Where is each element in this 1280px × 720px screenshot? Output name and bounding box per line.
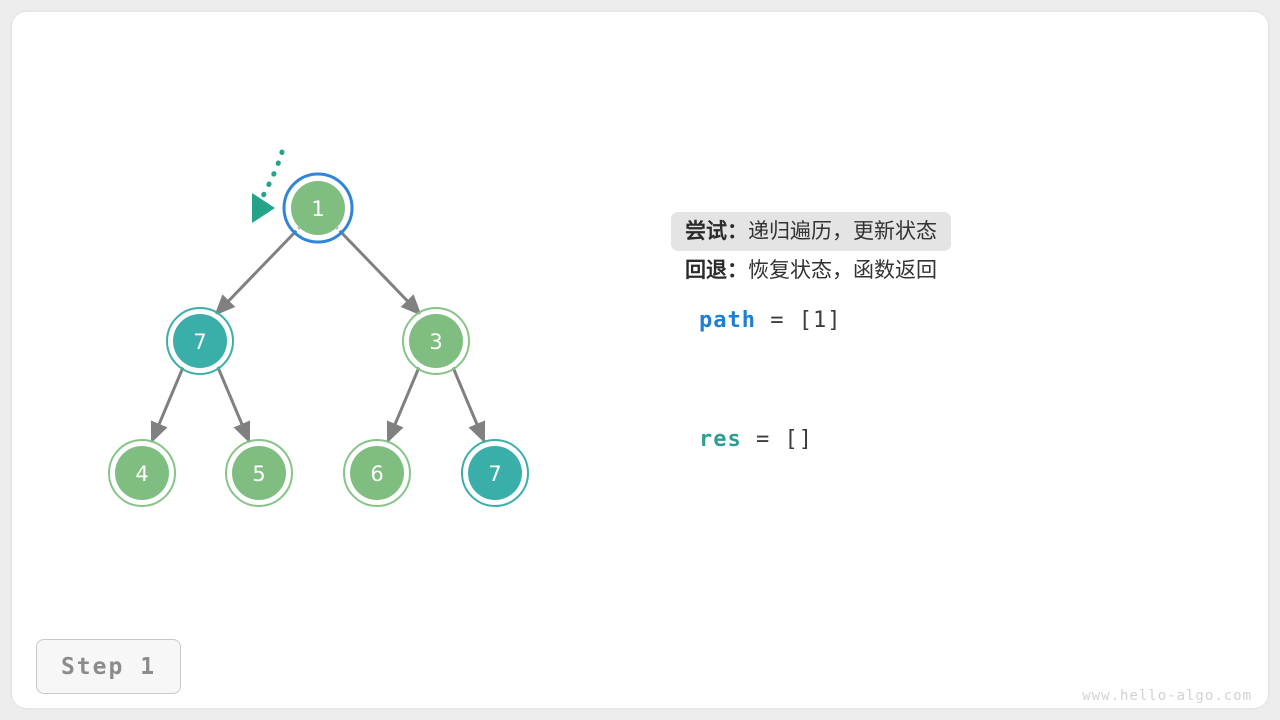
tree-node-n2[interactable]: 7 [166, 307, 234, 375]
tree-node-n6[interactable]: 6 [343, 439, 411, 507]
res-variable-name: res [699, 427, 742, 452]
edge-n1-n3 [335, 226, 422, 316]
try-step-text: 递归遍历，更新状态 [748, 219, 937, 243]
tree-node-n1[interactable]: 1 [282, 172, 354, 244]
tree-node-n7[interactable]: 7 [461, 439, 529, 507]
tree-edges [150, 226, 486, 444]
edge-n2-n4 [150, 364, 186, 444]
recursion-entry-arrow-icon [252, 149, 285, 223]
try-step-line: 尝试：递归遍历，更新状态 [671, 212, 951, 251]
edge-n1-n2 [214, 226, 301, 316]
backtrack-step-key: 回退： [685, 258, 748, 282]
edge-n2-n5 [215, 364, 251, 444]
tree-node-n5[interactable]: 5 [225, 439, 293, 507]
tree-node-label: 1 [311, 197, 324, 221]
tree-nodes: 1 7 3 4 [108, 172, 529, 507]
tree-node-label: 3 [429, 330, 442, 354]
edge-n3-n7 [450, 364, 486, 444]
path-variable-line: path = [1] [685, 308, 1205, 333]
tree-node-label: 7 [488, 462, 501, 486]
tree-node-n4[interactable]: 4 [108, 439, 176, 507]
backtrack-step-text: 恢复状态，函数返回 [748, 258, 937, 282]
backtrack-step-line: 回退：恢复状态，函数返回 [671, 251, 1205, 290]
tree-node-label: 6 [370, 462, 383, 486]
explanation-panel: 尝试：递归遍历，更新状态 回退：恢复状态，函数返回 path = [1] res… [671, 212, 1205, 452]
step-badge: Step 1 [36, 639, 181, 694]
res-variable-line: res = [] [685, 427, 1205, 452]
res-variable-value: = [] [741, 427, 813, 452]
tree-node-n3[interactable]: 3 [402, 307, 470, 375]
try-step-key: 尝试： [685, 219, 748, 243]
path-variable-name: path [699, 308, 756, 333]
edge-n3-n6 [386, 364, 422, 444]
watermark: www.hello-algo.com [1082, 688, 1252, 704]
tree-node-label: 5 [252, 462, 265, 486]
tree-node-label: 7 [193, 330, 206, 354]
tree-node-label: 4 [135, 462, 148, 486]
path-variable-value: = [1] [755, 308, 842, 333]
